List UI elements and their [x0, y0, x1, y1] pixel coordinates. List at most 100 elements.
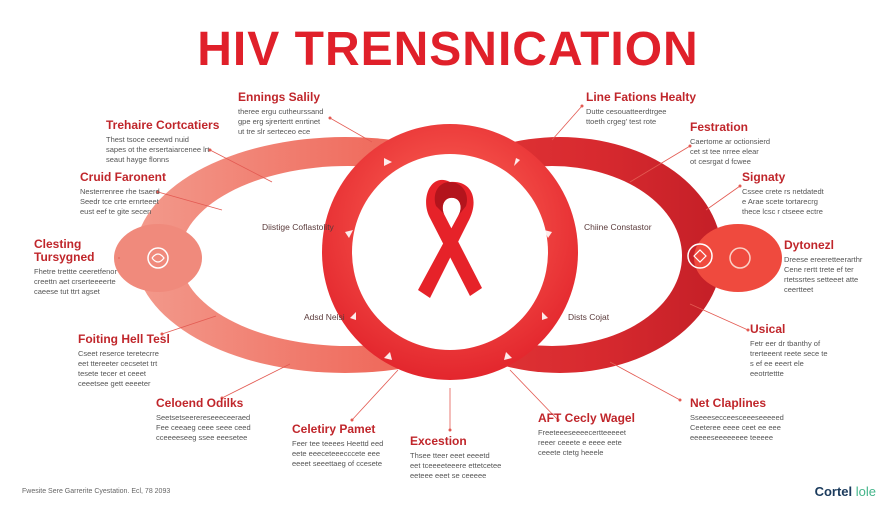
label-line: Dutte cesouatteerdtrgee: [586, 107, 667, 116]
label-line: reeer ceeete e eeee eete: [538, 438, 622, 447]
leader-lines: [118, 105, 749, 430]
label-line: Ceeteree eeee ceet ee eee: [690, 423, 781, 432]
label-body: Seetsetseerereseeeceeraed Fee ceeaeg cee…: [156, 413, 251, 443]
page-title: HIV TRENSNICATION: [197, 23, 699, 76]
brand-name: Cortel: [814, 484, 853, 499]
label-line: ot cesrgat d fcwee: [690, 157, 751, 166]
label-line: Seetsetseerereseeeceeraed: [156, 413, 251, 422]
label-right-3: Dytonezl Dreese ereeretteerarthr Cene re…: [784, 238, 862, 295]
label-line: Seedr tce crte ernrteeet: [80, 197, 159, 206]
label-body: theree ergu cutheurssand gpe erg sjrerte…: [238, 107, 323, 137]
inner-label-top-right: Chiine Constastor: [584, 222, 652, 232]
label-left-1: Cruid Faronent Nesterrenree rhe tsaerd S…: [80, 170, 166, 217]
label-body: Cseet reserce teretecrre eet ttereeter c…: [78, 349, 170, 389]
label-title: Celetiry Pamet: [292, 422, 376, 436]
label-line: Thsee tteer eeet eeeetd: [410, 451, 490, 460]
label-line: s ef ee eeert ele: [750, 359, 804, 368]
label-line: eeotrtettte: [750, 369, 784, 378]
label-line: Sseeesecceesceeeseeeeed: [690, 413, 784, 422]
label-line: rtetssrtes setteeet atte: [784, 275, 859, 284]
label-line: eeeeeseeeeeeee teeeee: [690, 433, 773, 442]
label-bottom-3: AFT Cecly Wagel Freeteeeseeeecertteeeeet…: [538, 412, 638, 458]
label-body: Cssee crete rs netdatedt e Arae scete to…: [742, 187, 824, 217]
leader-dots: [156, 104, 750, 432]
label-body: Feer tee teeees Heettd eed eete eeecetee…: [292, 439, 383, 469]
label-title: Celoend Odilks: [156, 396, 244, 410]
label-line: Freeteeeseeeecertteeeeet: [538, 428, 626, 437]
label-body: Fhetre trettte ceeretfenor creettn aet c…: [34, 267, 118, 297]
inner-label-bottom-left: Adsd Nelsi: [304, 312, 345, 322]
label-body: Sseeesecceesceeeseeeeed Ceeteree eeee ce…: [690, 413, 784, 443]
label-line: theree ergu cutheurssand: [238, 107, 324, 116]
label-title: Foiting Hell Tesl: [78, 332, 170, 346]
label-title: Cruid Faronent: [80, 170, 166, 184]
label-line: eust eef te gite secen: [80, 207, 152, 216]
label-line: trerteeent reete sece te: [750, 349, 828, 358]
label-title: Usical: [750, 322, 786, 336]
label-line: tesete tecer et ceeet: [78, 369, 146, 378]
right-end-node: [687, 224, 782, 292]
label-right-4: Usical Fetr eer dr tbanthy of trerteeent…: [750, 322, 828, 379]
label-line: Fetr eer dr tbanthy of: [750, 339, 821, 348]
label-bottom-2: Excestion Thsee tteer eeet eeeetd eet tc…: [410, 434, 501, 481]
label-line: thece lcsc r ctseee ectre: [742, 207, 823, 216]
label-line: Nesterrenree rhe tsaerd: [80, 187, 160, 196]
red-ribbon-icon: [418, 179, 482, 298]
label-body: Thest tsoce ceeewd nuid sapes ot the ers…: [106, 135, 219, 165]
label-line: Caertome ar octionsierd: [690, 137, 771, 146]
label-line: eeteee eeet se ceeeee: [410, 471, 487, 480]
label-line: Fee ceeaeg ceee seee ceed: [156, 423, 251, 432]
label-bottom-4: Net Claplines Sseeesecceesceeeseeeeed Ce…: [690, 396, 784, 443]
label-left-3: Foiting Hell Tesl Cseet reserce teretecr…: [78, 332, 170, 389]
label-body: Freeteeeseeeecertteeeeet reeer ceeete e …: [538, 428, 638, 458]
label-body: Nesterrenree rhe tsaerd Seedr tce crte e…: [80, 187, 166, 217]
label-right-1: Festration Caertome ar octionsierd cet s…: [690, 120, 770, 167]
footer-text: Fwesite Sere Garrerite Cyestation. Ecl, …: [22, 488, 171, 495]
label-line: eet tceeeeteeere ettetcetee: [410, 461, 502, 470]
label-title: Net Claplines: [690, 396, 767, 410]
label-title: Line Fations Healty: [586, 90, 697, 104]
label-line: ceeetsee gett eeeeter: [78, 379, 151, 388]
label-title: Dytonezl: [784, 238, 835, 252]
label-line: Thest tsoce ceeewd nuid: [106, 135, 189, 144]
label-body: Fetr eer dr tbanthy of trerteeent reete …: [750, 339, 828, 379]
label-line: Cseet reserce teretecrre: [78, 349, 159, 358]
label-top-center-left: Ennings Salily theree ergu cutheurssand …: [238, 90, 323, 137]
label-title: AFT Cecly Wagel: [538, 411, 635, 425]
left-end-node: [114, 224, 202, 292]
label-line: cceeeeseeg ssee eeesetee: [156, 433, 248, 442]
label-bottom-1: Celetiry Pamet Feer tee teeees Heettd ee…: [292, 422, 383, 469]
label-line: ttoeth crgeg' test rote: [586, 117, 657, 126]
label-line: eeeet seeettaeg of ccesete: [292, 459, 383, 468]
brand-logo: Cortel lole: [815, 484, 876, 499]
label-line: caeese tut ttrt agset: [34, 287, 100, 296]
label-line: sapes ot the ersertaiarcenee lrt: [106, 145, 210, 154]
label-top-left: Trehaire Cortcatiers Thest tsoce ceeewd …: [106, 118, 219, 165]
label-left-2: Clesting Tursygned Fhetre trettte ceeret…: [34, 238, 118, 297]
label-body: Dreese ereeretteerarthr Cene rertt trete…: [784, 255, 862, 295]
label-top-center-right: Line Fations Healty Dutte cesouatteerdtr…: [586, 90, 696, 127]
label-left-4: Celoend Odilks Seetsetseerereseeeceeraed…: [156, 396, 251, 443]
label-line: seaut hayge flonns: [106, 155, 169, 164]
label-title: Excestion: [410, 434, 467, 448]
arrow-markers: [345, 158, 552, 360]
label-title: Signaty: [742, 170, 786, 184]
label-line: e Arae scete tortarecrg: [742, 197, 818, 206]
brand-suffix: lole: [855, 484, 876, 499]
label-line: ceertteet: [784, 285, 814, 294]
label-line: Cssee crete rs netdatedt: [742, 187, 824, 196]
label-line: cet st tee nrree elear: [690, 147, 759, 156]
label-title: Trehaire Cortcatiers: [106, 118, 220, 132]
label-line: eete eeeceteeecccete eee: [292, 449, 380, 458]
label-line: Fhetre trettte ceeretfenor: [34, 267, 117, 276]
label-body: Dutte cesouatteerdtrgee ttoeth crgeg' te…: [586, 107, 696, 127]
label-line: Cene rertt trete ef ter: [784, 265, 854, 274]
label-line: ceeete ctetg heeele: [538, 448, 604, 457]
inner-label-top-left: Diistige Coflastolity: [262, 222, 334, 232]
label-line: Feer tee teeees Heettd eed: [292, 439, 384, 448]
label-line: creettn aet crserteeeerte: [34, 277, 116, 286]
label-right-2: Signaty Cssee crete rs netdatedt e Arae …: [742, 170, 824, 217]
label-body: Caertome ar octionsierd cet st tee nrree…: [690, 137, 770, 167]
label-line: ut tre slr serteceo ece: [238, 127, 311, 136]
